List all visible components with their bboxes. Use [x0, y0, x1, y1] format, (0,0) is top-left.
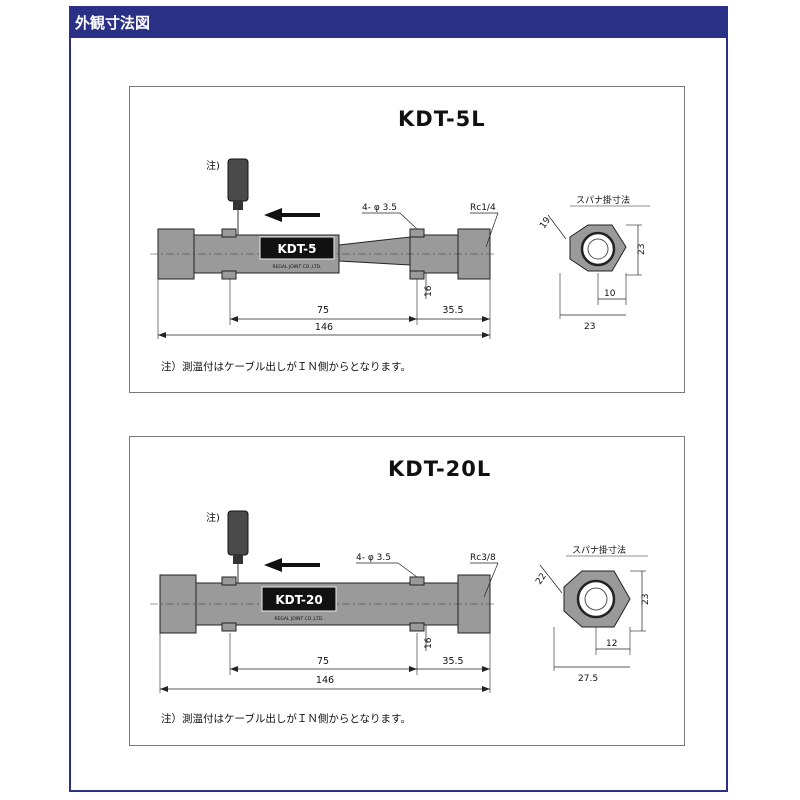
mount-block	[409, 622, 425, 632]
thread-callout: Rc3/8	[470, 553, 496, 563]
arrowhead	[230, 666, 238, 672]
arrowhead	[160, 686, 168, 692]
taper-section	[338, 236, 411, 266]
arrowhead	[482, 316, 490, 322]
label-text: KDT-20	[275, 593, 322, 607]
footnote: 注）測温付はケーブル出しがＩＮ側からとなります。	[161, 361, 412, 373]
label-plate	[259, 236, 335, 260]
hole-callout: 4- φ 3.5	[356, 553, 391, 563]
mount-block	[409, 270, 425, 280]
maker-text: REGAL JOINT CO.,LTD.	[272, 264, 321, 270]
cable-connector	[227, 158, 249, 202]
label-plate	[261, 586, 337, 612]
arrowhead	[409, 316, 417, 322]
mount-block	[221, 576, 237, 586]
arrowhead	[230, 316, 238, 322]
hole-callout: 4- φ 3.5	[362, 203, 397, 213]
leader-line	[397, 562, 418, 578]
mount-block	[409, 576, 425, 586]
section-header: 外観寸法図	[71, 8, 726, 38]
arrowhead	[482, 686, 490, 692]
connector-neck	[233, 554, 243, 564]
dimension-drawing: 注) KDT-20 REGAL JOINT CO.,LTD. 4- φ 3.5 …	[150, 510, 651, 693]
dim-16: 16	[424, 637, 434, 649]
note-label: 注)	[206, 159, 220, 172]
dim-355: 35.5	[442, 656, 463, 667]
arrowhead	[409, 666, 417, 672]
note-label: 注)	[206, 511, 220, 524]
leader-line	[485, 212, 499, 248]
thread-callout: Rc1/4	[470, 203, 496, 213]
dim-line-diag	[539, 564, 563, 594]
connector-neck	[233, 200, 243, 210]
mount-block	[221, 228, 237, 238]
arrowhead	[158, 332, 166, 338]
arrowhead	[482, 332, 490, 338]
dim-75: 75	[317, 656, 329, 667]
cable-connector	[227, 510, 249, 556]
side-dim-height: 23	[641, 594, 651, 605]
mount-block	[221, 270, 237, 280]
label-text: KDT-5	[277, 242, 316, 256]
side-dim-diag: 19	[538, 215, 553, 230]
dim-line-diag	[547, 214, 567, 240]
wrench-label: スパナ掛寸法	[576, 194, 630, 206]
dimension-drawing: 注) KDT-5 REGAL JOINT CO.,LTD. 4- φ 3.5 R…	[150, 158, 650, 339]
arrowhead	[482, 666, 490, 672]
mount-block	[221, 622, 237, 632]
dim-16: 16	[424, 285, 434, 297]
dim-146: 146	[315, 322, 333, 333]
hex-side-view	[569, 224, 627, 272]
side-dim-width: 23	[584, 322, 595, 332]
maker-text: REGAL JOINT CO.,LTD.	[274, 616, 323, 622]
leader-line	[483, 562, 499, 598]
model-title: KDT-5L	[398, 107, 486, 131]
side-dim-height: 23	[637, 244, 647, 255]
diagram-panel-kdt5l: KDT-5L 注) KDT-5 REGAL JOINT CO.,LTD. 4- …	[129, 86, 685, 393]
dim-75: 75	[317, 305, 329, 316]
flow-arrowhead	[264, 208, 282, 222]
leader-line	[399, 212, 418, 230]
dim-355: 35.5	[442, 305, 463, 316]
side-dim-inner: 10	[604, 289, 616, 299]
dim-146: 146	[316, 675, 334, 686]
hex-side-view	[563, 570, 631, 628]
model-title: KDT-20L	[388, 457, 492, 481]
side-dim-width: 27.5	[578, 674, 598, 684]
diagram-panel-kdt20l: KDT-20L 注) KDT-20 REGAL JOINT CO.,LTD. 4…	[129, 436, 685, 746]
footnote: 注）測温付はケーブル出しがＩＮ側からとなります。	[161, 713, 412, 725]
mount-block	[409, 228, 425, 238]
wrench-label: スパナ掛寸法	[572, 544, 626, 556]
side-dim-inner: 12	[606, 639, 617, 649]
flow-arrowhead	[264, 558, 282, 572]
